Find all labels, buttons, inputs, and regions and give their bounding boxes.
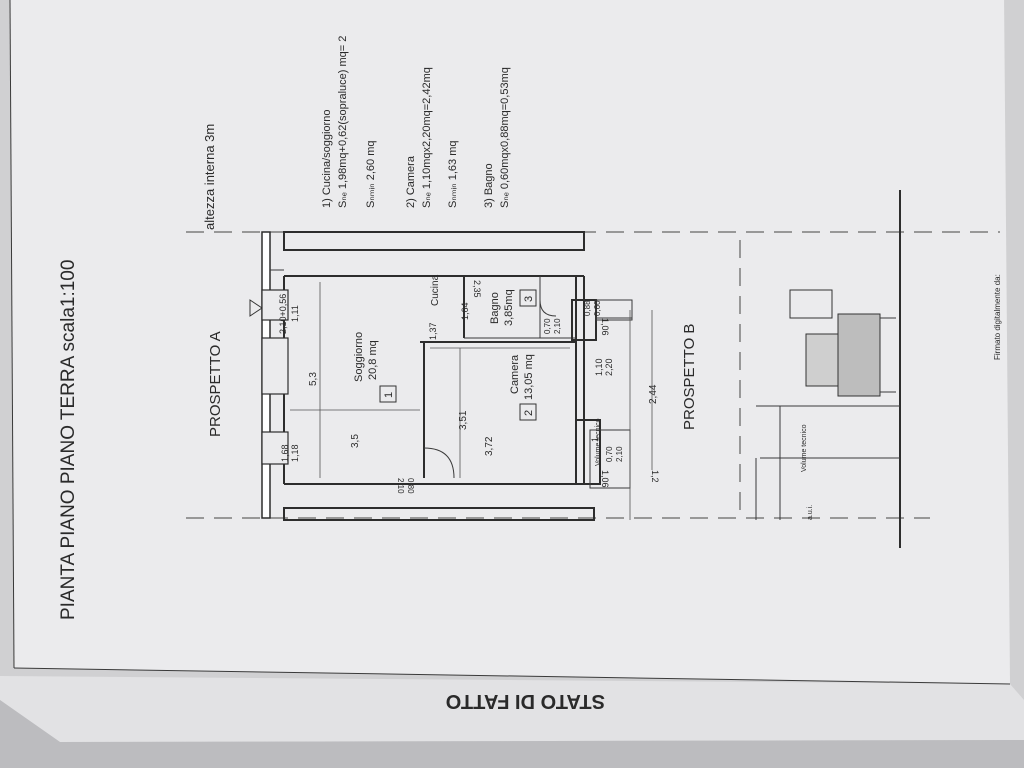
aui-label: a.u.i.	[807, 505, 814, 520]
room-camera-name: Camera	[509, 354, 521, 394]
note-2-title: 2) Camera	[405, 155, 417, 208]
dim-1-06-b: 1,06	[600, 470, 610, 488]
note-2-surface: Sₙₑ 1,10mqx2,20mq=2,42mq	[421, 67, 433, 208]
dim-1-10: 1,10	[594, 358, 604, 376]
dim-3-5: 3,5	[350, 434, 361, 448]
sheet-title: PIANTA PIANO PIANO TERRA scala1:100	[58, 260, 79, 620]
note-1-title: 1) Cucina/soggiorno	[321, 110, 333, 208]
plan-walls	[261, 231, 633, 521]
prospetto-a-label: PROSPETTO A	[207, 331, 224, 437]
status-label: STATO DI FATTO	[446, 690, 605, 712]
dim-3-72: 3,72	[484, 436, 495, 456]
dim-2-20: 2,20	[604, 358, 614, 376]
dim-1-11: 1,11	[290, 305, 300, 322]
room-1-box	[379, 385, 397, 403]
north-arrow-icon	[249, 299, 263, 317]
dim-1-06-a: 1,06	[600, 318, 610, 336]
note-3-surface: Sₙₑ 0,60mqx0,88mq=0,53mq	[499, 67, 511, 208]
volume-tecnico-a-label: Volume tecnico	[595, 418, 602, 466]
dim-1: 1	[590, 437, 600, 442]
room-3-box	[519, 289, 537, 307]
dim-2-10-a: 2,10	[553, 318, 562, 334]
note-3-title: 3) Bagno	[483, 163, 495, 208]
dim-0-70-a: 0,70	[543, 318, 552, 334]
dim-1-37: 1,37	[428, 322, 438, 340]
note-1-surface: Sₙₑ 1,98mq+0,62(sopraluce) mq= 2	[337, 36, 349, 208]
room-cucina-name: Cucina	[430, 274, 441, 306]
dim-0-80: 0,80	[406, 478, 415, 494]
room-3-number: 3	[523, 296, 535, 302]
room-1-number: 1	[383, 392, 395, 398]
desk-shadow	[0, 700, 1024, 768]
dim-2-10-b: 2,10	[615, 446, 624, 462]
room-soggiorno-area: 20,8 mq	[367, 340, 379, 380]
dim-2-10-056: 2,10+0,56	[278, 294, 288, 334]
dim-1-68: 1,68	[280, 444, 290, 462]
dim-1-64: 1,64	[460, 302, 470, 320]
dim-5-3: 5,3	[308, 372, 319, 386]
room-bagno-name: Bagno	[489, 292, 501, 324]
signature-label: Firmato digitalmente da:	[993, 274, 1002, 360]
dim-2-44: 2,44	[648, 384, 659, 404]
dim-1-2: 1,2	[650, 470, 660, 483]
dim-0-88: 0,88	[583, 300, 592, 316]
dim-2-35: 2,35	[472, 280, 482, 298]
room-2-number: 2	[523, 410, 535, 416]
room-2-box	[519, 403, 537, 421]
dim-2-10: 2,10	[396, 478, 405, 494]
room-soggiorno-name: Soggiorno	[353, 332, 365, 382]
note-2-min: Sₙₘᵢₙ 1,63 mq	[447, 141, 459, 209]
altezza-note: altezza interna 3m	[202, 124, 217, 230]
dim-0-70-b: 0,70	[605, 446, 614, 462]
sheet-bottom-edge	[13, 667, 1011, 685]
volume-tecnico-b-label: Volume tecnico	[801, 424, 808, 472]
room-camera-area: 13,05 mq	[523, 354, 535, 400]
dim-0-60: 0,60	[593, 300, 602, 316]
prospetto-b-label: PROSPETTO B	[681, 324, 698, 430]
prospetto-b-elevation	[755, 190, 901, 548]
dim-3-51: 3,51	[458, 410, 469, 430]
sheet-left-edge	[9, 0, 15, 669]
dim-1-18: 1,18	[290, 444, 300, 462]
note-1-min: Sₙₘᵢₙ 2,60 mq	[365, 141, 377, 209]
room-bagno-area: 3,85mq	[503, 289, 515, 326]
paper-lower-edge	[0, 676, 1024, 742]
